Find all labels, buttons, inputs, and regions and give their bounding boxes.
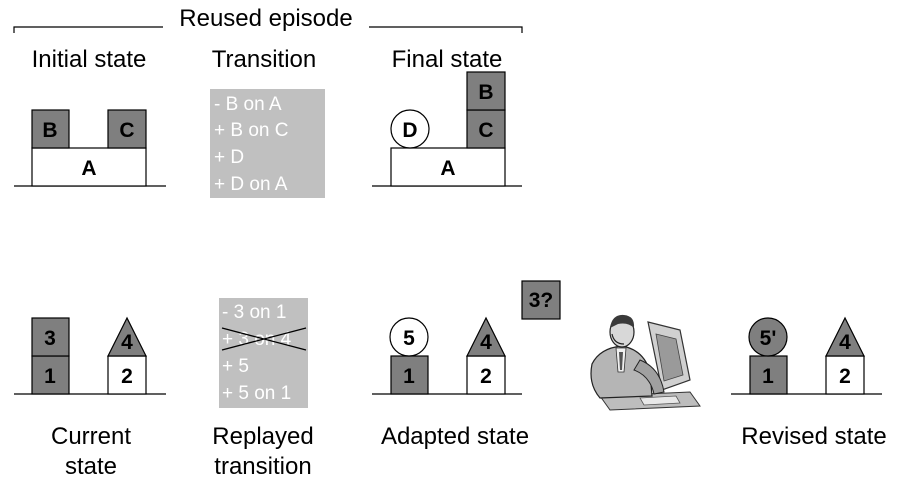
block-d-label: D bbox=[402, 119, 417, 142]
block-a-label: A bbox=[440, 157, 455, 180]
current-state-label: state bbox=[65, 453, 117, 480]
block-5-prime-label: 5' bbox=[760, 327, 777, 350]
block-3 bbox=[31, 317, 70, 357]
replayed-transition: - 3 on 1 + 3 on 4 + 5 + 5 on 1 Replayed … bbox=[212, 298, 314, 480]
reused-episode-label: Reused episode bbox=[179, 5, 352, 32]
block-b-label: B bbox=[478, 81, 493, 104]
block-c-label: C bbox=[478, 119, 493, 142]
final-state: Final state A C B D bbox=[372, 46, 522, 187]
replayed-line: + 5 on 1 bbox=[222, 383, 291, 404]
block-2 bbox=[825, 355, 865, 395]
block-2-label: 2 bbox=[121, 365, 133, 388]
transition-label: Transition bbox=[212, 46, 316, 73]
replayed-transition-panel bbox=[219, 298, 308, 408]
transition-line: + B on C bbox=[214, 120, 288, 141]
block-b bbox=[31, 109, 70, 149]
block-a bbox=[31, 147, 147, 187]
question-block-label: 3? bbox=[529, 289, 554, 312]
replayed-transition-label: Replayed bbox=[212, 423, 313, 450]
block-b-label: B bbox=[42, 119, 57, 142]
initial-state: Initial state A B C bbox=[14, 46, 166, 187]
block-4-label: 4 bbox=[839, 331, 851, 354]
transition-line: + D bbox=[214, 147, 244, 168]
current-state-label: Current bbox=[51, 423, 131, 450]
block-4 bbox=[466, 316, 506, 357]
person-at-computer-icon bbox=[590, 314, 701, 411]
initial-state-label: Initial state bbox=[32, 46, 147, 73]
block-2-label: 2 bbox=[839, 365, 851, 388]
question-block bbox=[521, 280, 561, 320]
block-1-label: 1 bbox=[403, 365, 415, 388]
block-5-label: 5 bbox=[403, 327, 415, 350]
block-1-label: 1 bbox=[44, 365, 56, 388]
replayed-line: + 3 on 4 bbox=[222, 329, 292, 350]
block-c-label: C bbox=[119, 119, 134, 142]
block-a-label: A bbox=[81, 157, 96, 180]
block-a bbox=[390, 147, 506, 187]
block-4 bbox=[825, 316, 865, 357]
adapted-state-label: Adapted state bbox=[381, 423, 529, 450]
block-1-label: 1 bbox=[762, 365, 774, 388]
block-1 bbox=[390, 355, 429, 395]
block-2-label: 2 bbox=[480, 365, 492, 388]
final-state-label: Final state bbox=[392, 46, 503, 73]
block-c bbox=[107, 109, 147, 149]
revised-state-label: Revised state bbox=[741, 423, 886, 450]
block-5-prime bbox=[748, 317, 788, 357]
replayed-line: + 5 bbox=[222, 356, 249, 377]
block-4 bbox=[107, 316, 147, 357]
transition: Transition - B on A + B on C + D + D on … bbox=[210, 46, 325, 198]
strike-cross-mark bbox=[221, 327, 307, 351]
block-d bbox=[390, 109, 430, 149]
reused-episode-bracket: Reused episode bbox=[13, 5, 523, 33]
adapted-state: 1 5 2 4 3? Adapted state bbox=[372, 280, 561, 450]
transition-panel bbox=[210, 89, 325, 198]
block-2 bbox=[107, 355, 147, 395]
transition-line: + D on A bbox=[214, 174, 288, 195]
current-state: 1 3 2 4 Current state bbox=[14, 316, 166, 480]
block-4-label: 4 bbox=[121, 331, 133, 354]
block-5 bbox=[389, 317, 429, 357]
replayed-transition-label: transition bbox=[214, 453, 311, 480]
block-b bbox=[466, 71, 506, 111]
block-2 bbox=[466, 355, 506, 395]
block-3-label: 3 bbox=[44, 327, 56, 350]
revised-state: 1 5' 2 4 Revised state bbox=[731, 316, 887, 450]
transition-line: - B on A bbox=[214, 94, 282, 115]
replayed-line: - 3 on 1 bbox=[222, 302, 286, 323]
block-4-label: 4 bbox=[480, 331, 492, 354]
